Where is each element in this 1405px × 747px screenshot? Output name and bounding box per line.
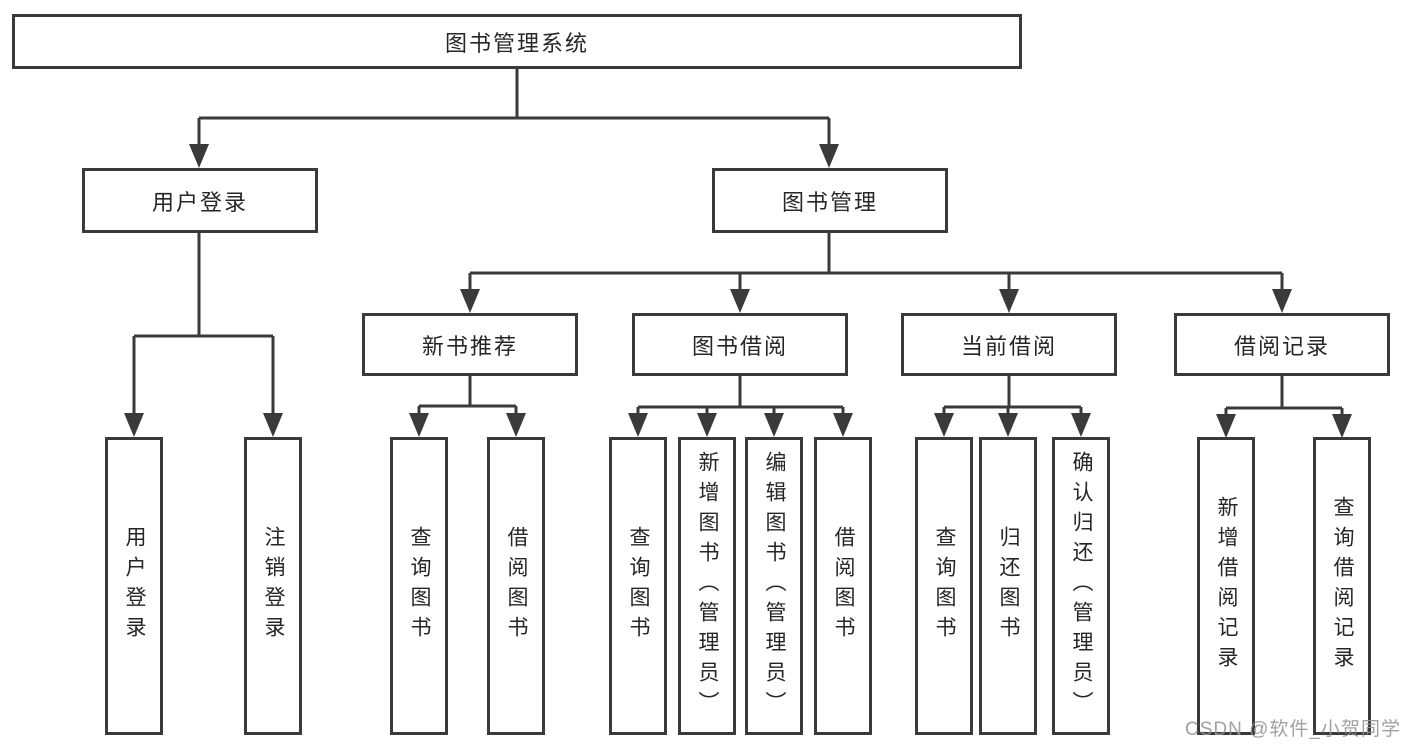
connector-user-login-to-leaves — [124, 233, 283, 437]
node-leaf-add-borrow-record: 新增借阅记录 — [1197, 437, 1255, 735]
connector-current-borrowing-to-leaves — [934, 376, 1091, 437]
node-new-book-recommendation: 新书推荐 — [362, 313, 578, 376]
csdn-watermark: CSDN @软件_小贺同学 — [1185, 719, 1401, 740]
node-user-login: 用户登录 — [82, 168, 318, 233]
node-leaf-query-books-borrowing: 查询图书 — [609, 437, 667, 735]
connector-book-borrowing-to-leaves — [628, 376, 853, 437]
node-leaf-query-borrow-record: 查询借阅记录 — [1313, 437, 1371, 735]
node-leaf-logout: 注销登录 — [244, 437, 302, 735]
node-leaf-confirm-return-admin: 确认归还（管理员） — [1052, 437, 1110, 735]
node-book-borrowing: 图书借阅 — [632, 313, 848, 376]
node-leaf-query-books-recommend: 查询图书 — [390, 437, 448, 735]
node-book-management: 图书管理 — [712, 168, 948, 233]
node-current-borrowing: 当前借阅 — [901, 313, 1117, 376]
node-leaf-return-books: 归还图书 — [979, 437, 1037, 735]
node-borrowing-records: 借阅记录 — [1174, 313, 1390, 376]
connector-borrowing-records-to-leaves — [1216, 376, 1352, 438]
node-leaf-query-books-current: 查询图书 — [915, 437, 973, 735]
node-leaf-add-books-admin: 新增图书（管理员） — [678, 437, 736, 735]
node-leaf-borrow-books: 借阅图书 — [814, 437, 872, 735]
connector-new-book-recommendation-to-leaves — [409, 376, 526, 437]
node-library-management-system: 图书管理系统 — [12, 14, 1022, 69]
node-leaf-edit-books-admin: 编辑图书（管理员） — [745, 437, 803, 735]
connector-root-to-level2 — [189, 69, 839, 168]
node-leaf-user-login: 用户登录 — [105, 437, 163, 735]
connector-book-management-to-level3 — [460, 233, 1292, 313]
node-leaf-borrow-books-recommend: 借阅图书 — [487, 437, 545, 735]
